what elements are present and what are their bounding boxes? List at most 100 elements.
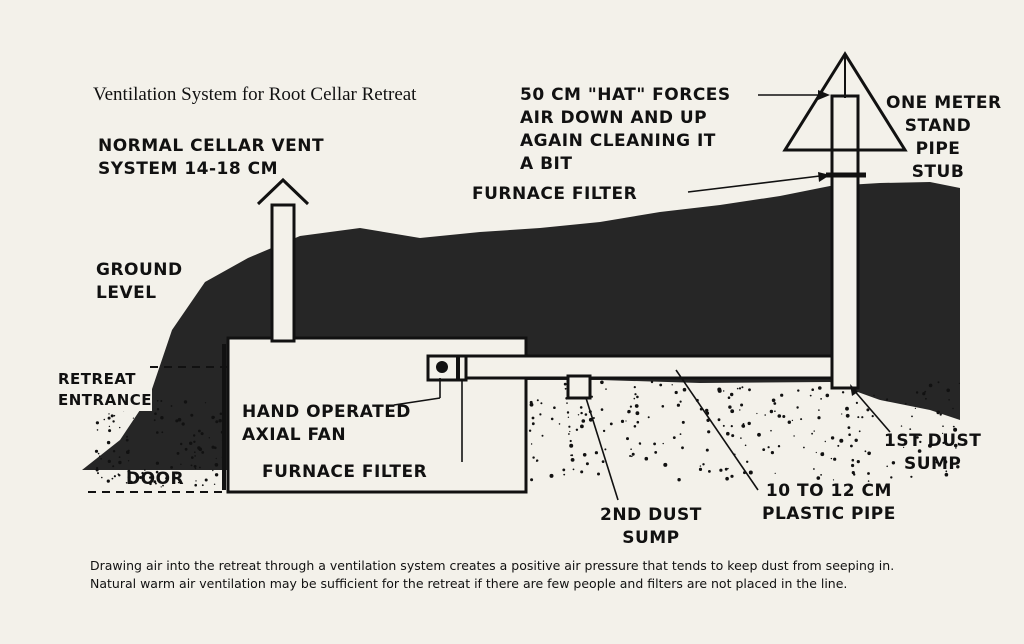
axial-fan-label: HAND OPERATED AXIAL FAN: [242, 402, 411, 445]
soil-speckle: [919, 440, 922, 444]
soil-speckle: [594, 451, 599, 455]
soil-speckle: [793, 435, 795, 437]
soil-speckle: [201, 484, 204, 487]
soil-speckle: [125, 438, 129, 442]
soil-speckle: [535, 460, 538, 462]
soil-speckle: [214, 463, 219, 467]
soil-speckle: [214, 446, 217, 450]
soil-speckle: [952, 407, 954, 410]
soil-speckle: [659, 383, 663, 387]
soil-speckle: [730, 425, 733, 428]
soil-speckle: [531, 416, 535, 420]
soil-speckle: [935, 461, 938, 464]
soil-speckle: [601, 460, 605, 463]
soil-speckle: [757, 432, 761, 437]
soil-speckle: [663, 462, 668, 467]
soil-speckle: [107, 416, 111, 420]
arrow-furnace-filter: [818, 172, 830, 182]
soil-speckle: [724, 467, 728, 471]
door-label: DOOR: [126, 469, 185, 489]
soil-speckle: [582, 453, 587, 457]
soil-speckle: [820, 474, 822, 476]
soil-speckle: [132, 417, 134, 419]
lower-soil: [526, 380, 960, 480]
soil-speckle: [837, 444, 840, 447]
soil-speckle: [858, 430, 861, 433]
soil-speckle: [530, 478, 534, 482]
soil-speckle: [625, 420, 627, 422]
soil-speckle: [194, 455, 196, 457]
soil-speckle: [218, 419, 222, 423]
soil-speckle: [183, 400, 188, 404]
soil-speckle: [773, 402, 777, 405]
hat-cover: [782, 51, 908, 152]
soil-speckle: [194, 451, 196, 454]
soil-speckle: [208, 437, 210, 439]
soil-speckle: [96, 429, 99, 431]
arrow-hat: [818, 90, 830, 100]
soil-speckle: [195, 480, 197, 482]
soil-speckle: [679, 433, 682, 435]
soil-speckle: [155, 470, 159, 474]
soil-speckle: [96, 466, 99, 470]
soil-speckle: [549, 473, 554, 478]
soil-speckle: [722, 424, 725, 427]
soil-speckle: [942, 441, 945, 444]
soil-speckle: [113, 414, 116, 417]
ground-level-label: GROUND LEVEL: [96, 260, 183, 303]
soil-speckle: [811, 388, 814, 392]
soil-speckle: [867, 472, 870, 475]
soil-speckle: [742, 424, 746, 428]
soil-speckle: [633, 397, 636, 400]
soil-speckle: [730, 392, 734, 397]
soil-speckle: [777, 414, 782, 418]
soil-speckle: [600, 380, 604, 385]
soil-speckle: [924, 390, 927, 393]
soil-speckle: [748, 388, 751, 392]
soil-speckle: [803, 446, 805, 449]
soil-speckle: [127, 475, 131, 479]
soil-speckle: [762, 448, 766, 451]
soil-speckle: [175, 419, 179, 423]
soil-speckle: [197, 446, 201, 450]
soil-speckle: [531, 422, 535, 426]
soil-speckle: [702, 463, 705, 466]
soil-speckle: [154, 412, 157, 416]
soil-speckle: [861, 416, 864, 419]
soil-speckle: [740, 403, 744, 407]
soil-speckle: [650, 380, 654, 384]
soil-speckle: [636, 395, 639, 399]
dust-sump-2-label: 2ND DUST SUMP: [600, 505, 702, 548]
soil-speckle: [112, 465, 115, 468]
soil-speckle: [570, 458, 575, 462]
soil-speckle: [816, 476, 821, 480]
soil-speckle: [631, 455, 633, 458]
soil-speckle: [627, 411, 630, 414]
soil-speckle: [539, 413, 542, 416]
soil-speckle: [705, 408, 709, 413]
soil-speckle: [553, 406, 556, 410]
soil-speckle: [108, 429, 112, 433]
soil-speckle: [631, 452, 635, 456]
soil-speckle: [791, 419, 794, 422]
soil-speckle: [699, 465, 702, 467]
soil-speckle: [530, 443, 533, 445]
soil-speckle: [942, 425, 944, 428]
soil-speckle: [845, 413, 850, 418]
soil-speckle: [191, 456, 194, 459]
soil-speckle: [825, 393, 830, 398]
soil-speckle: [800, 418, 803, 421]
stand-pipe-label: ONE METER STAND PIPE STUB: [886, 93, 1002, 182]
soil-speckle: [739, 409, 741, 411]
soil-speckle: [782, 415, 786, 418]
soil-speckle: [885, 398, 889, 401]
soil-speckle: [600, 408, 604, 411]
soil-speckle: [141, 471, 144, 475]
soil-speckle: [170, 405, 173, 407]
soil-speckle: [113, 475, 116, 478]
soil-speckle: [917, 449, 922, 453]
soil-speckle: [193, 440, 196, 443]
soil-speckle: [891, 461, 896, 465]
soil-speckle: [719, 468, 723, 472]
